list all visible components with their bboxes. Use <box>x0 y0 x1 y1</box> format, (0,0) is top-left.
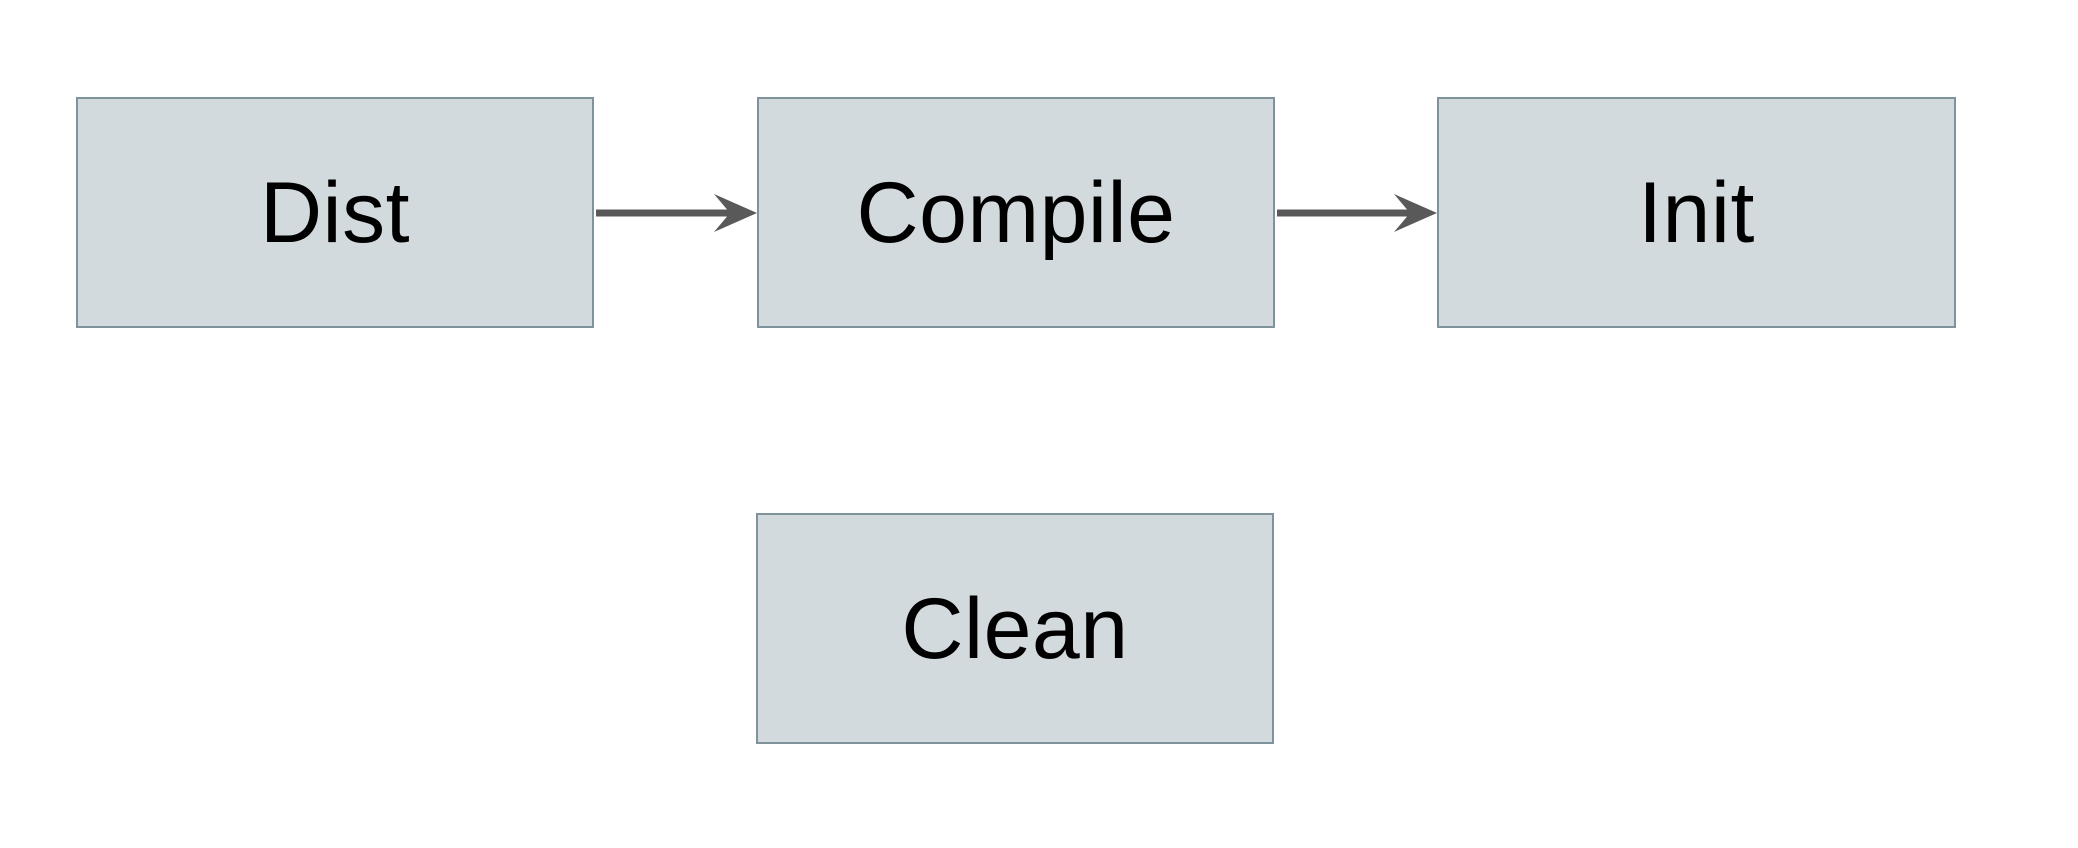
node-clean-label: Clean <box>901 580 1129 677</box>
arrowhead-icon <box>714 194 757 232</box>
connector-dist-compile[interactable] <box>596 194 757 232</box>
connector-compile-init[interactable] <box>1277 194 1437 232</box>
node-dist[interactable]: Dist <box>76 97 594 328</box>
arrowhead-icon <box>1394 194 1437 232</box>
node-compile[interactable]: Compile <box>757 97 1275 328</box>
node-init[interactable]: Init <box>1437 97 1956 328</box>
node-init-label: Init <box>1638 164 1755 261</box>
node-clean[interactable]: Clean <box>756 513 1274 744</box>
node-compile-label: Compile <box>856 164 1176 261</box>
node-dist-label: Dist <box>259 164 411 261</box>
